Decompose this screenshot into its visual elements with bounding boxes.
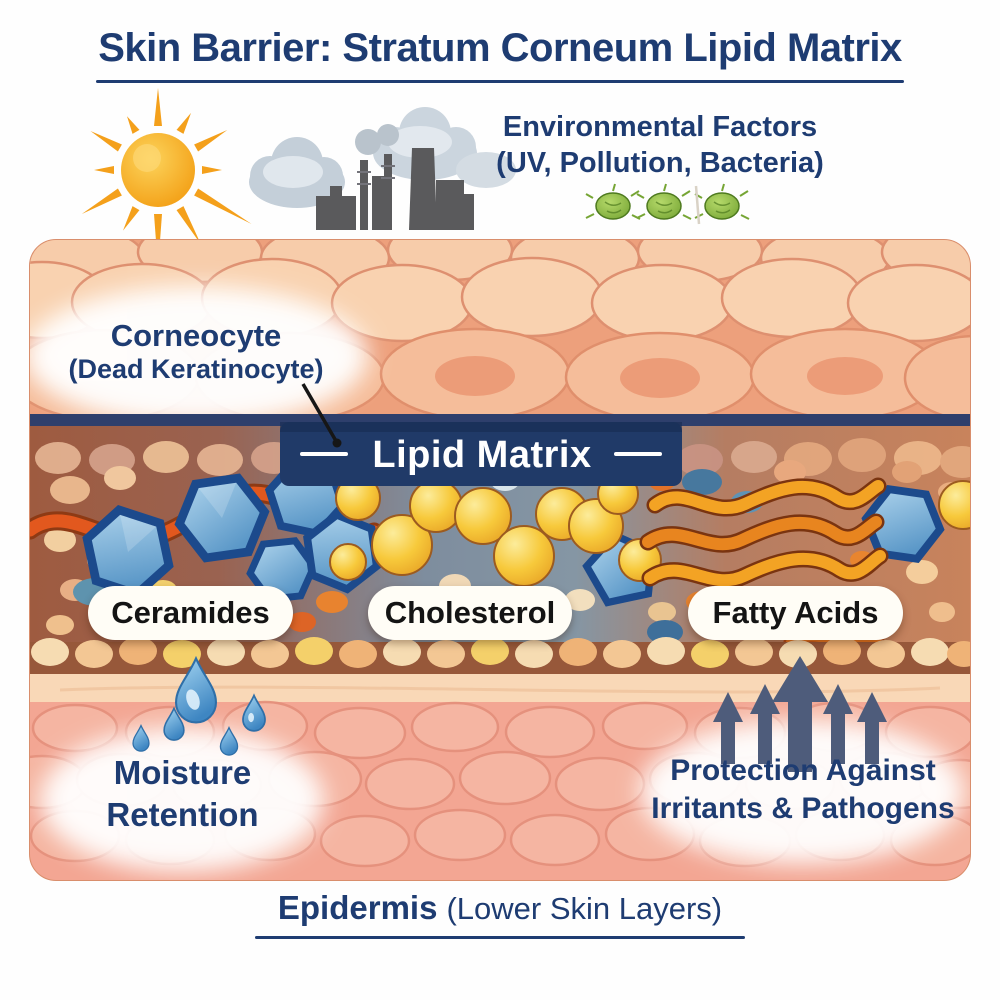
moisture-line1: Moisture — [113, 754, 252, 791]
epidermis-caption: Epidermis(Lower Skin Layers) — [0, 889, 1000, 927]
corneocyte-label-line2: (Dead Keratinocyte) — [68, 353, 324, 384]
epidermis-caption-underline — [255, 936, 745, 939]
bacteria-icon — [585, 183, 750, 225]
lipid-matrix-title: Lipid Matrix — [372, 433, 592, 476]
moisture-line2: Retention — [106, 796, 259, 834]
water-drop-icon — [132, 655, 266, 756]
page-title: Skin Barrier: Stratum Corneum Lipid Matr… — [98, 26, 902, 70]
orange-wave-icon — [639, 477, 889, 589]
lipid-matrix-banner — [280, 422, 682, 486]
factory-icon — [316, 148, 474, 230]
moisture-retention-label: Moisture Retention — [50, 752, 315, 836]
yellow-sphere-icon — [329, 473, 970, 587]
corneocyte-label-line1: Corneocyte — [110, 318, 282, 353]
ceramides-label: Ceramides — [88, 586, 293, 640]
sun-icon — [81, 88, 252, 268]
protection-line1: Protection Against — [670, 754, 936, 787]
title-underline — [96, 80, 904, 83]
cloud-icon — [249, 107, 516, 208]
fatty-acids-label: Fatty Acids — [688, 586, 903, 640]
arrow-up-icon — [713, 656, 887, 772]
lipid-matrix-layer — [30, 424, 970, 676]
environmental-factors-sublabel: (UV, Pollution, Bacteria) — [496, 147, 824, 179]
environmental-factors-label: Environmental Factors — [502, 111, 818, 143]
corneocyte-label: Corneocyte (Dead Keratinocyte) — [36, 318, 356, 385]
stratum-corneum-layer — [30, 240, 970, 426]
epidermis-caption-rest: (Lower Skin Layers) — [446, 891, 723, 926]
protection-label: Protection Against Irritants & Pathogens — [638, 752, 968, 829]
epidermis-caption-bold: Epidermis — [277, 889, 438, 926]
corneocyte-pointer-line — [301, 383, 342, 448]
cholesterol-label: Cholesterol — [368, 586, 572, 640]
protection-line2: Irritants & Pathogens — [651, 792, 955, 826]
